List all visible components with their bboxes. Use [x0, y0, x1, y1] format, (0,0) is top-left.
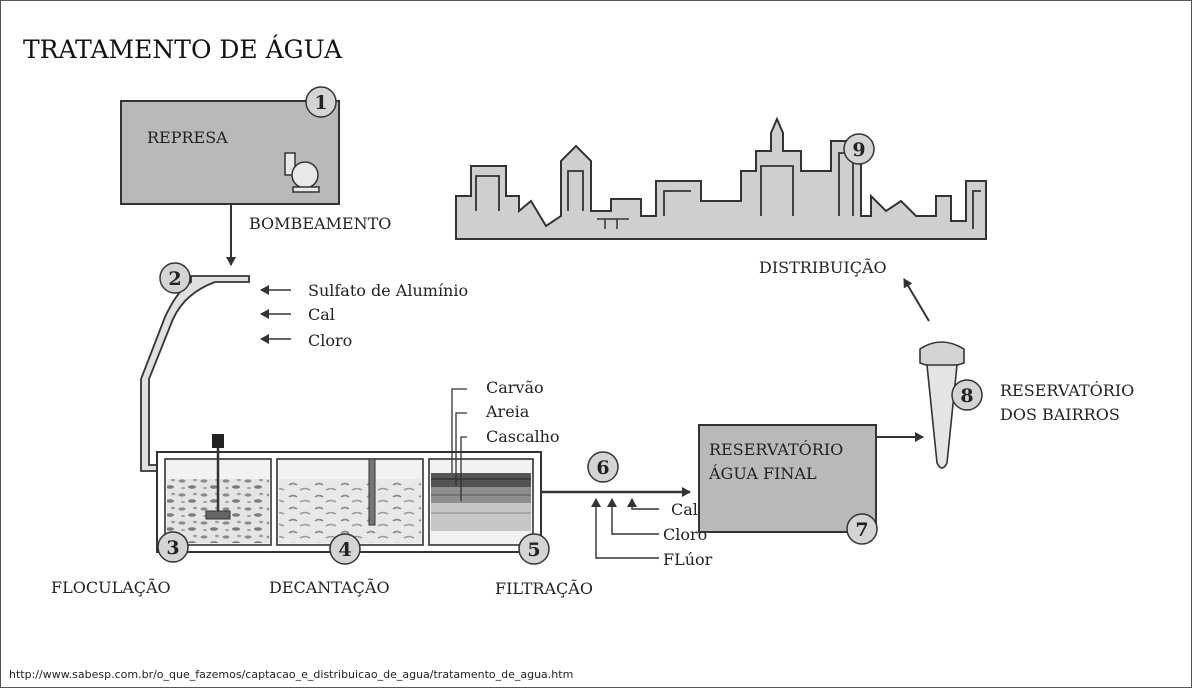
final-chemical-cal: Cal — [671, 500, 698, 519]
filtracao-label: FILTRAÇÃO — [495, 578, 593, 598]
bairros-label-line1: RESERVATÓRIO — [1000, 380, 1134, 400]
city-skyline-icon — [455, 116, 987, 240]
step-number-1: 1 — [314, 92, 327, 114]
step-number-3: 3 — [166, 537, 179, 559]
layer-label-areia: Areia — [485, 402, 530, 421]
step-badge-3 — [157, 531, 189, 563]
water-tower-icon — [919, 341, 965, 469]
layer-label-carvao: Carvão — [486, 378, 544, 397]
step-badge-5 — [518, 533, 550, 565]
step-badge-8 — [951, 379, 983, 411]
bombeamento-label: BOMBEAMENTO — [249, 214, 391, 233]
step-number-2: 2 — [168, 268, 181, 290]
final-reservoir-box — [698, 424, 877, 533]
mixer-motor-icon — [212, 434, 224, 448]
step-number-8: 8 — [960, 385, 973, 407]
bairros-label-line2: DOS BAIRROS — [1000, 405, 1120, 424]
chemical-pointer-cloro — [607, 498, 659, 535]
chemical-label-sulfato: Sulfato de Alumínio — [308, 281, 468, 300]
layer-pointer-carvao — [451, 388, 467, 473]
represa-label: REPRESA — [147, 128, 228, 147]
distribution-arrow — [903, 278, 930, 322]
represa-tank: REPRESA — [120, 100, 340, 205]
final-chemical-cloro: Cloro — [663, 525, 707, 544]
floculacao-label: FLOCULAÇÃO — [51, 577, 171, 597]
chemical-pointer-fluor — [591, 498, 659, 559]
layer-pointer-cascalho — [460, 436, 467, 501]
mixing-funnel — [140, 275, 250, 472]
step-badge-9 — [843, 133, 875, 165]
source-url: http://www.sabesp.com.br/o_que_fazemos/c… — [9, 668, 573, 681]
chemical-label-cloro: Cloro — [308, 331, 352, 350]
diagram-title: TRATAMENTO DE ÁGUA — [23, 35, 343, 64]
decantacao-label: DECANTAÇÃO — [269, 577, 390, 597]
chemical-pointer-cal — [627, 498, 659, 510]
step-badge-6 — [587, 451, 619, 483]
step-badge-4 — [329, 533, 361, 565]
treatment-tank — [156, 434, 542, 553]
step-badge-7 — [846, 513, 878, 545]
layer-pointer-areia — [455, 412, 467, 486]
step-badge-1 — [305, 86, 337, 118]
step-number-7: 7 — [855, 519, 868, 541]
step-number-5: 5 — [527, 539, 540, 561]
step-badge-2 — [159, 262, 191, 294]
step-number-4: 4 — [338, 539, 351, 561]
layer-label-cascalho: Cascalho — [486, 427, 560, 446]
pump-icon — [284, 152, 320, 193]
step-number-9: 9 — [852, 139, 865, 161]
chemical-label-cal: Cal — [308, 305, 335, 324]
final-chemical-fluor: FLúor — [663, 550, 713, 569]
distribuicao-label: DISTRIBUIÇÃO — [759, 257, 887, 277]
final-reservoir-label-line2: ÁGUA FINAL — [708, 463, 817, 483]
final-reservoir-label-line1: RESERVATÓRIO — [709, 439, 843, 459]
step-number-6: 6 — [596, 457, 609, 479]
